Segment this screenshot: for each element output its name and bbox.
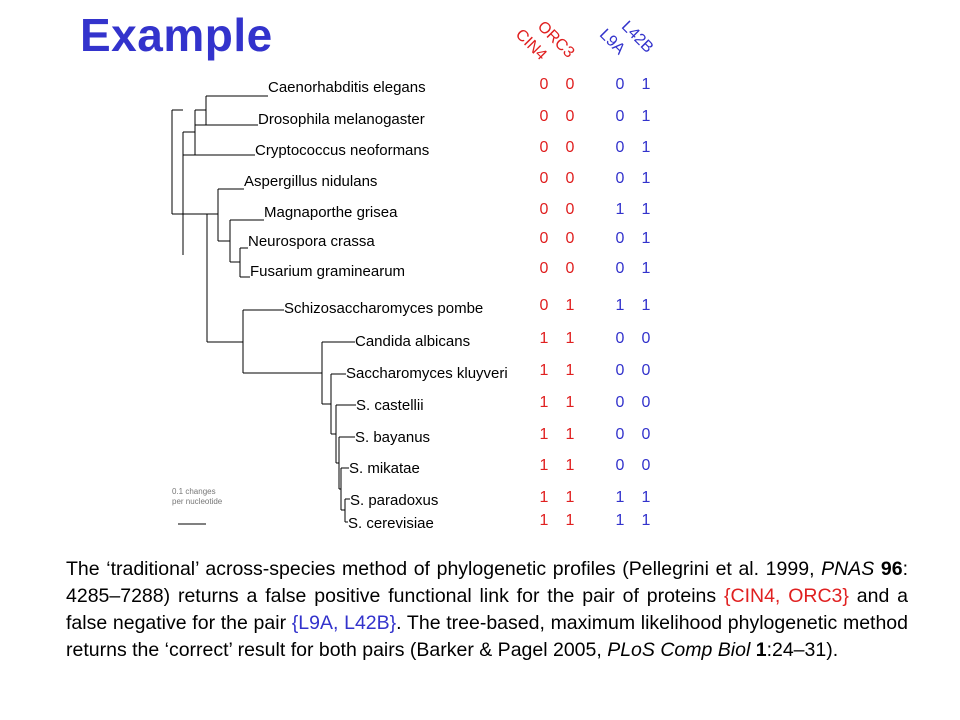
scale-bar-line1: 0.1 changes [172,487,216,496]
profile-cell: 0 [565,170,575,187]
profile-cell: 0 [539,139,549,156]
caption-volume2: 1 [755,639,767,661]
profile-cell: 0 [565,260,575,277]
species-label: Aspergillus nidulans [244,173,378,190]
profile-cell: 0 [539,201,549,218]
profile-cell: 1 [641,230,651,247]
scale-bar-line2: per nucleotide [172,497,223,506]
profile-cell: 0 [641,362,651,379]
profile-cell: 0 [615,426,625,443]
profile-cell: 0 [565,76,575,93]
profile-cell: 1 [539,362,549,379]
profile-cell: 1 [641,139,651,156]
profile-cell: 1 [539,457,549,474]
profile-cell: 0 [615,76,625,93]
profile-cell: 1 [565,362,575,379]
profile-cell: 0 [615,394,625,411]
species-label: Drosophila melanogaster [258,111,425,128]
profile-cell: 0 [615,457,625,474]
profile-cell: 1 [539,426,549,443]
profile-cell: 0 [615,362,625,379]
profile-cell: 1 [539,330,549,347]
profile-cell: 0 [615,108,625,125]
species-label: S. paradoxus [350,492,439,509]
profile-cell: 1 [615,489,625,506]
phylogenetic-tree [171,95,356,525]
profile-cell: 1 [615,297,625,314]
profile-cell: 0 [539,297,549,314]
profile-cell: 0 [615,170,625,187]
profile-cell: 0 [565,139,575,156]
profile-cell: 0 [641,330,651,347]
scale-bar-label: 0.1 changes per nucleotide [172,487,222,507]
caption-volume1: 96 [880,558,903,580]
caption-journal2: PLoS Comp Biol [607,639,751,661]
profile-cell: 0 [615,260,625,277]
profile-cell: 1 [539,394,549,411]
profile-cell: 0 [565,201,575,218]
species-label: S. mikatae [349,460,420,477]
species-label: Candida albicans [355,333,471,350]
profile-cell: 0 [539,170,549,187]
profile-cell: 0 [539,260,549,277]
profile-cell: 1 [565,512,575,529]
caption-part3: and a false negative for the pair [66,585,908,634]
profile-cell: 1 [641,170,651,187]
caption-part4: . The tree-based, maximum likelihood phy… [66,612,908,661]
species-label: Magnaporthe grisea [264,204,398,221]
caption: The ‘traditional’ across-species method … [66,556,908,664]
profile-cell: 1 [641,260,651,277]
profile-cell: 0 [539,76,549,93]
caption-part2: : 4285–7288) returns a false positive fu… [66,558,908,607]
profile-cell: 1 [565,297,575,314]
profile-cell: 0 [539,230,549,247]
species-label: Schizosaccharomyces pombe [284,300,484,317]
profile-cell: 0 [641,394,651,411]
species-label: S. cerevisiae [348,515,434,532]
profile-cell: 0 [565,108,575,125]
profile-cell: 1 [641,297,651,314]
species-label: S. bayanus [355,429,431,446]
profile-cell: 1 [565,330,575,347]
profile-cell: 1 [641,489,651,506]
profile-cell: 1 [641,108,651,125]
species-label: Cryptococcus neoformans [255,142,430,159]
profile-cell: 1 [641,201,651,218]
caption-pair1: {CIN4, ORC3} [723,585,849,607]
species-label: Neurospora crassa [248,233,375,250]
profile-cell: 0 [641,457,651,474]
profile-cell: 1 [565,457,575,474]
profile-cell: 0 [615,330,625,347]
profile-cell: 0 [565,230,575,247]
profile-cell: 1 [539,489,549,506]
caption-pair2: {L9A, L42B} [291,612,397,634]
profile-cell: 1 [615,201,625,218]
profile-cell: 1 [539,512,549,529]
caption-journal1: PNAS [821,558,875,580]
profile-cell: 1 [565,426,575,443]
caption-part1: The ‘traditional’ across-species method … [66,558,822,580]
profile-cell: 1 [641,76,651,93]
profile-cell: 0 [615,139,625,156]
profile-cell: 1 [565,489,575,506]
species-label: Saccharomyces kluyveri [346,365,508,382]
profile-cell: 0 [615,230,625,247]
profile-cell: 1 [565,394,575,411]
profile-cell: 1 [615,512,625,529]
species-label: Fusarium graminearum [250,263,406,280]
slide-title: Example [80,9,273,61]
species-label: S. castellii [356,397,424,414]
species-label: Caenorhabditis elegans [268,79,426,96]
profile-cell: 0 [539,108,549,125]
profile-cell: 1 [641,512,651,529]
profile-cell: 0 [641,426,651,443]
caption-part5: :24–31). [766,639,839,661]
